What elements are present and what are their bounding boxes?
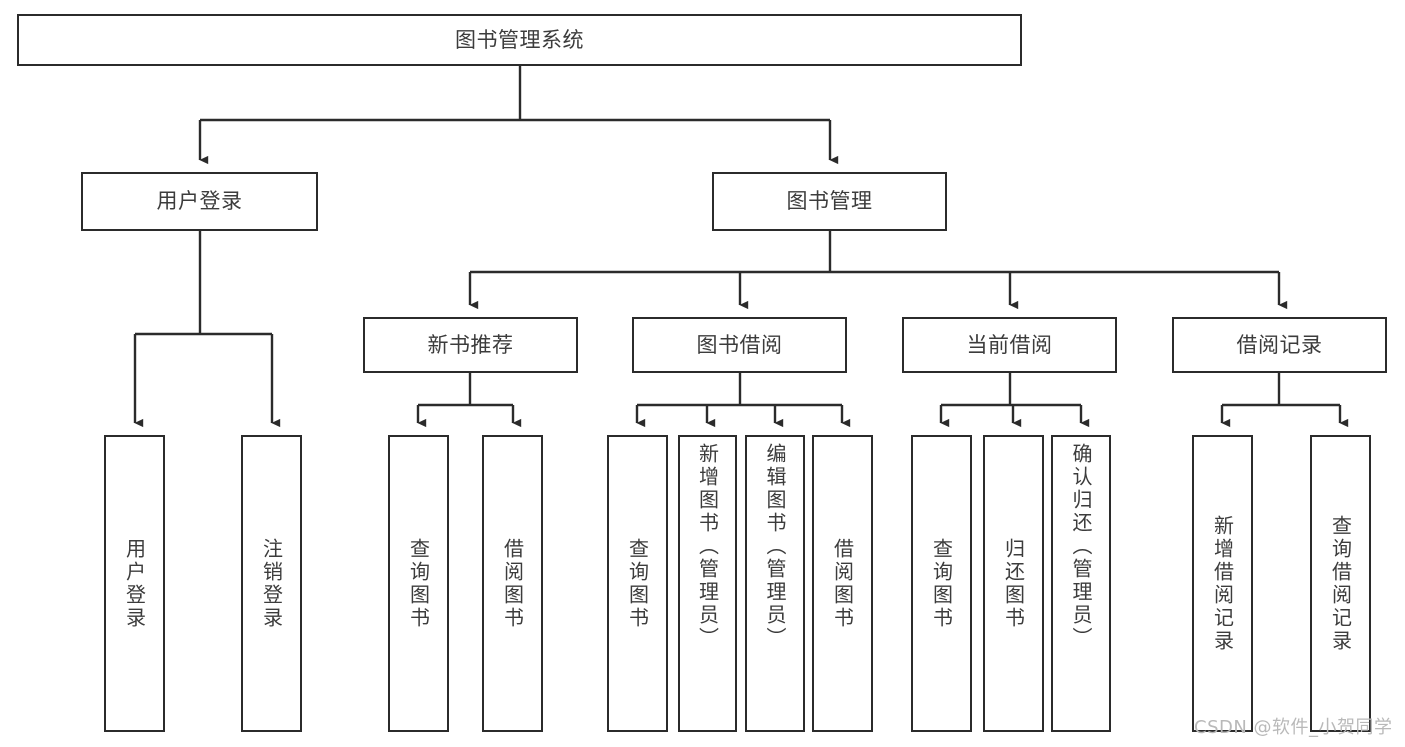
- node-book-manage[interactable]: 图书管理: [712, 172, 947, 231]
- node-leaf-add-book[interactable]: 新增图书（管理员）: [678, 435, 737, 732]
- node-leaf-query-book-3[interactable]: 查询图书: [911, 435, 972, 732]
- node-root-label: 图书管理系统: [455, 27, 584, 52]
- node-new-book-recommend[interactable]: 新书推荐: [363, 317, 578, 373]
- node-leaf-confirm-return[interactable]: 确认归还（管理员）: [1051, 435, 1111, 732]
- node-leaf-user-logout[interactable]: 注销登录: [241, 435, 302, 732]
- node-leaf-borrow-book-2-label: 借阅图书: [830, 537, 855, 630]
- node-root[interactable]: 图书管理系统: [17, 14, 1022, 66]
- node-leaf-add-record[interactable]: 新增借阅记录: [1192, 435, 1253, 732]
- node-borrow-record[interactable]: 借阅记录: [1172, 317, 1387, 373]
- node-book-borrow[interactable]: 图书借阅: [632, 317, 847, 373]
- node-leaf-query-book-1[interactable]: 查询图书: [388, 435, 449, 732]
- node-leaf-confirm-return-label: 确认归还（管理员）: [1069, 443, 1093, 650]
- node-new-book-recommend-label: 新书推荐: [427, 332, 514, 357]
- node-leaf-return-book[interactable]: 归还图书: [983, 435, 1044, 732]
- node-book-manage-label: 图书管理: [786, 189, 873, 214]
- node-leaf-query-book-1-label: 查询图书: [406, 537, 431, 630]
- node-user-login-label: 用户登录: [156, 189, 243, 214]
- node-leaf-query-book-2[interactable]: 查询图书: [607, 435, 668, 732]
- node-borrow-record-label: 借阅记录: [1236, 332, 1323, 357]
- node-leaf-return-book-label: 归还图书: [1001, 537, 1026, 630]
- node-book-borrow-label: 图书借阅: [696, 332, 783, 357]
- node-leaf-borrow-book-1-label: 借阅图书: [500, 537, 525, 630]
- node-user-login[interactable]: 用户登录: [81, 172, 318, 231]
- node-leaf-borrow-book-2[interactable]: 借阅图书: [812, 435, 873, 732]
- node-current-borrow[interactable]: 当前借阅: [902, 317, 1117, 373]
- node-current-borrow-label: 当前借阅: [966, 332, 1053, 357]
- node-leaf-query-book-2-label: 查询图书: [625, 537, 650, 630]
- node-leaf-query-book-3-label: 查询图书: [929, 537, 954, 630]
- node-leaf-user-logout-label: 注销登录: [259, 537, 284, 630]
- node-leaf-add-record-label: 新增借阅记录: [1210, 514, 1235, 653]
- node-leaf-edit-book-label: 编辑图书（管理员）: [763, 443, 787, 650]
- node-leaf-borrow-book-1[interactable]: 借阅图书: [482, 435, 543, 732]
- node-leaf-user-login-label: 用户登录: [122, 537, 147, 630]
- node-leaf-add-book-label: 新增图书（管理员）: [695, 443, 720, 650]
- node-leaf-user-login[interactable]: 用户登录: [104, 435, 165, 732]
- node-leaf-query-record-label: 查询借阅记录: [1328, 514, 1353, 653]
- node-leaf-query-record[interactable]: 查询借阅记录: [1310, 435, 1371, 732]
- node-leaf-edit-book[interactable]: 编辑图书（管理员）: [745, 435, 805, 732]
